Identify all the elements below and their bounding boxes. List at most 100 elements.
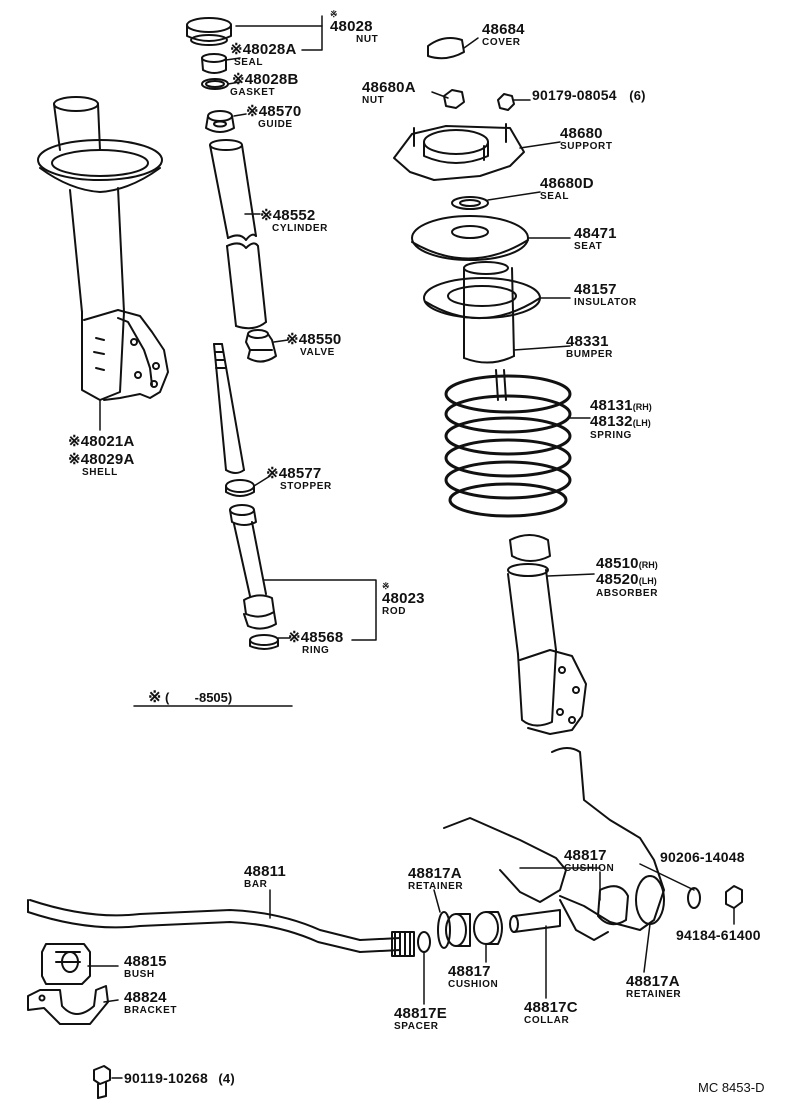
part-number-rh: 48510 <box>596 555 639 572</box>
part-name: BRACKET <box>124 1005 178 1016</box>
label-seal-48028A: ※48028A SEAL <box>230 42 297 68</box>
part-name: INSULATOR <box>574 297 637 308</box>
label-retainer-48817A-right: 48817A RETAINER <box>626 974 681 1000</box>
label-nut-48680A: 48680A NUT <box>362 80 416 106</box>
part-number: 48680 <box>560 125 603 142</box>
nut-48028-part <box>186 17 232 46</box>
part-name: SHELL <box>82 467 118 478</box>
label-support-48680: 48680 SUPPORT <box>560 126 613 152</box>
part-number: 48157 <box>574 281 617 298</box>
label-guide-48570: ※48570 GUIDE <box>246 104 301 130</box>
cylinder-48552-part <box>209 139 267 330</box>
part-name: COVER <box>482 37 521 48</box>
part-number: 48684 <box>482 21 525 38</box>
spacer-48817E-part <box>417 931 431 953</box>
part-number: ※48568 <box>288 629 344 646</box>
part-name: SUPPORT <box>560 141 613 152</box>
side-lh: (LH) <box>638 576 657 586</box>
part-name: SPACER <box>394 1021 439 1032</box>
label-valve-48550: ※48550 VALVE <box>286 332 341 358</box>
label-cushion-48817-bottom: 48817 CUSHION <box>448 964 498 990</box>
part-name: RING <box>302 645 330 656</box>
leader-lines <box>87 15 735 1079</box>
part-number-lh: 48520 <box>596 571 639 588</box>
part-name: STOPPER <box>280 481 332 492</box>
part-number: 90119-10268 <box>124 1070 208 1086</box>
part-number: 48471 <box>574 225 617 242</box>
part-name: RETAINER <box>626 989 682 1000</box>
part-name: CUSHION <box>448 979 499 990</box>
part-number: 48817A <box>626 973 680 990</box>
spring-part <box>444 369 572 518</box>
part-name: SEAT <box>574 241 603 252</box>
part-number: ※48028A <box>230 41 297 58</box>
quantity: (6) <box>629 88 646 103</box>
part-name: NUT <box>362 95 385 106</box>
part-name: SEAL <box>234 57 264 68</box>
part-number: 48023 <box>382 590 425 607</box>
label-nut-48028: ※ 48028 NUT <box>330 10 378 45</box>
part-number: 48815 <box>124 953 167 970</box>
label-rod-48023: ※ 48023 ROD <box>382 582 425 617</box>
label-bush-48815: 48815 BUSH <box>124 954 167 980</box>
quantity: (4) <box>218 1071 235 1086</box>
label-bar-48811: 48811 BAR <box>244 864 286 890</box>
part-name: BUMPER <box>566 349 613 360</box>
part-number: 48680D <box>540 175 594 192</box>
label-star: ※ <box>330 9 338 19</box>
insulator-48157-part <box>423 277 541 319</box>
part-number: 90206-14048 <box>660 849 745 865</box>
part-number: 90179-08054 <box>532 87 617 103</box>
part-name: ROD <box>382 606 407 617</box>
valve-48550-part <box>245 329 277 363</box>
label-bumper-48331: 48331 BUMPER <box>566 334 613 360</box>
label-bolt-90119: 90119-10268 (4) <box>124 1071 235 1087</box>
part-number: 48817 <box>448 963 491 980</box>
label-cushion-48817-top: 48817 CUSHION <box>564 848 614 874</box>
guide-48570-part <box>205 110 235 133</box>
part-number: 48811 <box>244 863 286 880</box>
part-number: 48817C <box>524 999 578 1016</box>
strut-shell-part <box>37 96 169 401</box>
collar-48817C-part <box>509 909 561 933</box>
label-gasket-48028B: ※48028B GASKET <box>230 72 299 98</box>
footnote: ※ ( -8505) <box>148 690 232 706</box>
bush-48815-part <box>41 943 91 985</box>
part-number: ※48550 <box>286 331 342 348</box>
part-number: ※48552 <box>260 207 316 224</box>
label-cylinder-48552: ※48552 CYLINDER <box>260 208 328 234</box>
label-insulator-48157: 48157 INSULATOR <box>574 282 637 308</box>
nut-48680A-part <box>443 89 465 109</box>
part-name: RETAINER <box>408 881 464 892</box>
part-number: 48331 <box>566 333 609 350</box>
label-washer-90206: 90206-14048 <box>660 850 745 864</box>
bumper-48331-part <box>463 261 515 364</box>
footnote-star: ※ <box>148 689 162 706</box>
label-retainer-48817A-left: 48817A RETAINER <box>408 866 463 892</box>
gasket-48028B-part <box>201 78 229 90</box>
label-collar-48817C: 48817C COLLAR <box>524 1000 578 1026</box>
part-number: 48824 <box>124 989 167 1006</box>
part-number: ※48570 <box>246 103 302 120</box>
label-star: ※ <box>382 581 390 591</box>
part-number: 48817 <box>564 847 607 864</box>
seat-48471-part <box>411 215 529 261</box>
part-name: CYLINDER <box>272 223 328 234</box>
side-rh: (RH) <box>638 560 658 570</box>
part-name: SEAL <box>540 191 570 202</box>
label-cover-48684: 48684 COVER <box>482 22 525 48</box>
seal-48680D-part <box>451 196 489 210</box>
part-name: NUT <box>356 34 379 45</box>
side-rh: (RH) <box>632 402 652 412</box>
label-bracket-48824: 48824 BRACKET <box>124 990 177 1016</box>
bolt-90119-part <box>93 1065 111 1099</box>
part-name: GASKET <box>230 87 276 98</box>
part-number-2: ※48029A <box>68 451 135 468</box>
seal-48028A-part <box>201 53 227 74</box>
washer-90206-part <box>687 887 701 909</box>
label-nut-94184: 94184-61400 <box>676 928 761 942</box>
label-absorber: 48510(RH) 48520(LH) ABSORBER <box>596 556 658 599</box>
label-shell: ※48021A ※48029A SHELL <box>68 434 135 478</box>
part-name: COLLAR <box>524 1015 570 1026</box>
